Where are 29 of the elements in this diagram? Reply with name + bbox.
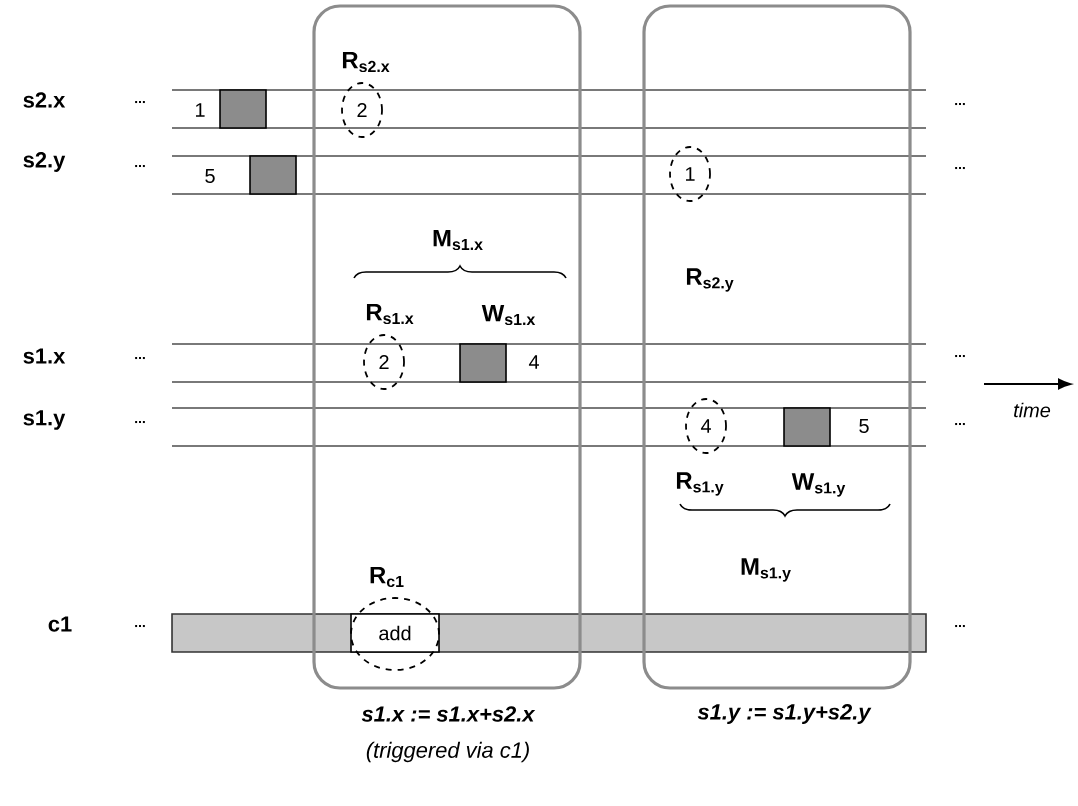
- filled-square: [783, 407, 831, 447]
- variable-label: M$_{s1.x}$: [433, 229, 483, 251]
- variable-label: R$_{s2.x}$: [342, 51, 390, 73]
- variable-label: R$_{s1.y}$: [676, 472, 724, 496]
- variable-label: R$_{c1}$: [370, 566, 404, 588]
- transaction-box: [312, 4, 582, 690]
- lane-name: c1: [48, 616, 72, 632]
- variable-label: R$_{s1.x}$: [366, 303, 414, 325]
- formula-caption: s1.y := s1.y+s2.y: [697, 704, 872, 724]
- cell-number: 4: [528, 355, 539, 369]
- variable-label: R$_{s2.y}$: [686, 268, 734, 292]
- time-label: time: [1014, 402, 1051, 418]
- lane-name: s1.x: [23, 348, 66, 364]
- lane-name: s2.y: [23, 152, 66, 172]
- lane-name: s1.y: [23, 410, 66, 430]
- caption-note: (triggered via c1): [366, 741, 529, 763]
- cell-number: 1: [196, 103, 205, 117]
- filled-square: [219, 89, 267, 129]
- filled-square: [459, 343, 507, 383]
- formula-caption: s1.x := s1.x+s2.x: [361, 706, 536, 722]
- filled-square: [249, 155, 297, 195]
- cell-number: 5: [205, 169, 215, 183]
- cell-number: 5: [859, 419, 869, 433]
- variable-label: M$_{s1.y}$: [741, 558, 791, 582]
- variable-label: W$_{s1.x}$: [481, 304, 536, 326]
- add-box: add: [350, 597, 440, 671]
- lane-name: s2.x: [23, 92, 66, 108]
- transaction-box: [642, 4, 912, 690]
- variable-label: W$_{s1.y}$: [791, 473, 846, 497]
